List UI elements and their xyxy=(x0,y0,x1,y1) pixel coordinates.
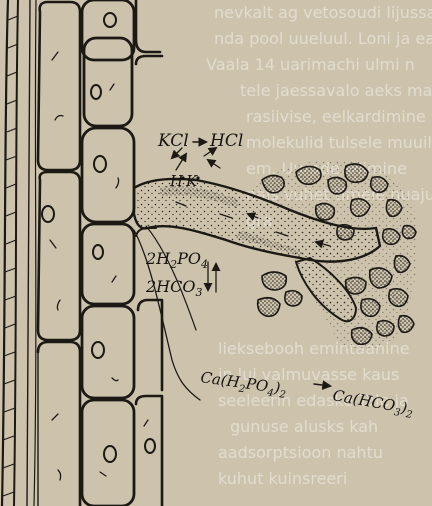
bg-text-line: nda pool uueluul. Loni ja ea xyxy=(214,29,432,48)
bg-text-line: Vaala 14 uarimachi ulmi n xyxy=(206,55,415,74)
cell-column-inner xyxy=(38,2,80,506)
h-ion-charge-dot xyxy=(181,176,184,179)
label-kcl: KCl xyxy=(157,131,189,151)
bg-text-line: kuhut kuinsreeri xyxy=(218,469,347,488)
bg-text-line: tele jaessavalo aeks maaes xyxy=(240,81,432,100)
ca-phosphate-to-bicarbonate-arrow xyxy=(314,384,330,386)
bg-text-line: gunuse alusks kah xyxy=(230,417,378,436)
label-k-ion: K xyxy=(185,172,198,190)
bg-text-line: aadsorptsioon nahtu xyxy=(218,443,383,462)
bg-text-line: rasiivise, eelkardimine xyxy=(246,107,426,126)
k-ion-charge-dot xyxy=(196,176,199,179)
label-hcl: HCl xyxy=(209,131,243,151)
vessel-strands xyxy=(2,0,36,506)
bg-text-line: molekulid tulsele muuilii xyxy=(246,133,432,152)
label-h-ion: H xyxy=(169,172,184,190)
label-h2po4: 2H2PO4 xyxy=(145,249,208,271)
bg-text-line: nevkalt ag vetosoudi lijussal xyxy=(214,3,432,22)
bg-text-line: in lui valmuvasse kaus xyxy=(218,365,399,384)
soil-particles xyxy=(250,160,417,350)
cell-column-outer xyxy=(82,0,134,506)
label-hco3: 2HCO3 xyxy=(145,277,203,299)
